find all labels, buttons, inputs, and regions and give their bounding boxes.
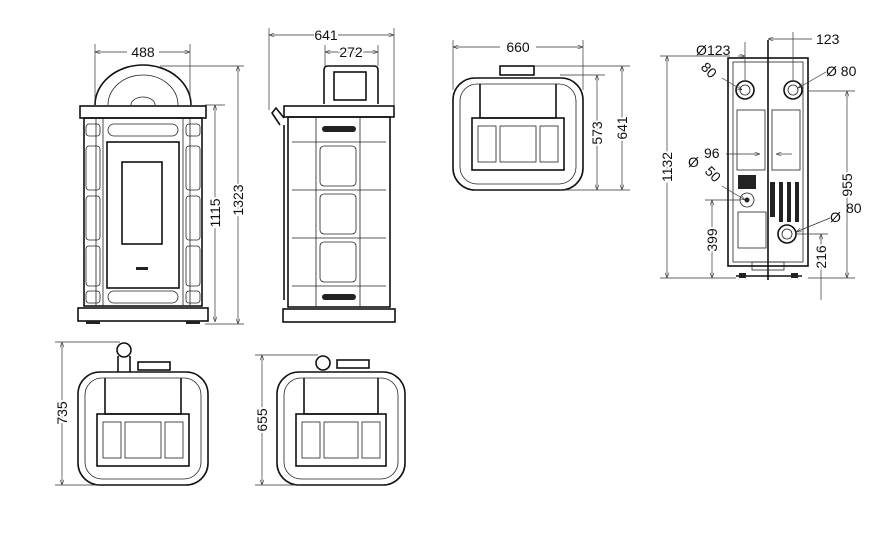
dim-height-1115: 1115: [207, 198, 223, 227]
phi-symbol: Ø: [826, 63, 837, 79]
dim-height-1323: 1323: [230, 184, 246, 215]
dim-rear-50: 50: [702, 163, 724, 185]
dim-rear-phi-96-symbol: Ø: [688, 154, 699, 170]
plan-left-dimensions: 735: [52, 341, 120, 486]
plan-view-left: [77, 342, 209, 486]
plan-view-right: [276, 355, 406, 486]
rear-view: [727, 40, 809, 280]
dim-rear-955: 955: [839, 173, 855, 197]
dim-width-488: 488: [131, 44, 155, 60]
dim-rear-1132: 1132: [659, 152, 675, 182]
side-dimensions: 641 272: [268, 27, 395, 110]
dim-plan-735: 735: [54, 401, 70, 425]
dim-top-641: 641: [614, 116, 630, 140]
dim-depth-641: 641: [314, 27, 338, 43]
dim-plan-655: 655: [254, 408, 270, 432]
dim-rear-216: 216: [813, 245, 829, 269]
dim-top-660: 660: [506, 39, 530, 55]
top-dimensions: 660 573 641: [452, 39, 632, 191]
dim-top-573: 573: [589, 121, 605, 145]
dim-rear-80-left: 80: [698, 59, 720, 81]
top-view: [452, 65, 584, 191]
dim-rear-399: 399: [704, 228, 720, 252]
dim-rear-phi-symbol: Ø: [696, 42, 707, 58]
front-view: [77, 64, 209, 324]
diameter-value: 80: [841, 63, 857, 79]
dim-rear-123-left: 123: [707, 42, 731, 58]
dim-rear-phi-bottom: Ø: [830, 209, 841, 225]
side-view: [271, 65, 396, 323]
rear-dimensions: Ø 123 123 80 Ø 80 1132 Ø 96 50 399 955 Ø…: [657, 31, 862, 300]
plan-right-dimensions: 655: [252, 354, 318, 486]
dim-rear-80-bottom: 80: [846, 200, 862, 216]
front-dimensions: 488 1115 1323: [94, 44, 248, 325]
dim-rear-123-right: 123: [816, 31, 840, 47]
dim-rear-96: 96: [704, 145, 720, 161]
dim-flue-272: 272: [339, 44, 363, 60]
dim-rear-phi-80-right: Ø 80: [826, 63, 857, 79]
